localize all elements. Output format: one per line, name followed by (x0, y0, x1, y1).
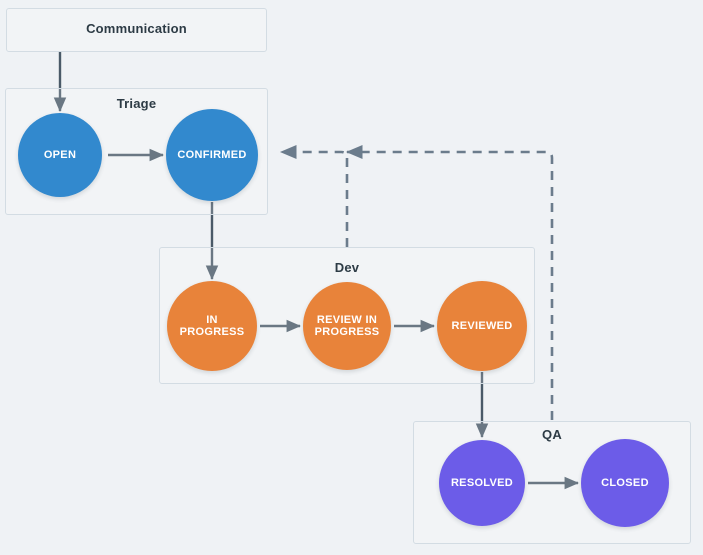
group-label-communication: Communication (86, 21, 187, 36)
node-label-line: IN (206, 313, 218, 326)
node-label-line: REVIEW IN (316, 313, 378, 326)
node-label-confirmed: CONFIRMED (177, 149, 246, 161)
node-closed[interactable]: CLOSED (581, 439, 669, 527)
node-label-line: CLOSED (601, 476, 649, 489)
node-label-closed: CLOSED (601, 477, 649, 489)
group-label-triage: Triage (116, 96, 157, 111)
node-label-line: REVIEWED (451, 319, 513, 332)
node-reviewed[interactable]: REVIEWED (437, 281, 527, 371)
edge-qa-reopen-to-confirmed (345, 144, 554, 420)
node-resolved[interactable]: RESOLVED (439, 440, 525, 526)
node-label-line: PROGRESS (314, 326, 380, 338)
node-confirmed[interactable]: CONFIRMED (166, 109, 258, 201)
node-label-line: RESOLVED (450, 476, 514, 489)
node-open[interactable]: OPEN (18, 113, 102, 197)
group-box-communication (6, 8, 267, 52)
node-label-open: OPEN (44, 149, 76, 161)
node-label-line: CONFIRMED (177, 148, 247, 161)
node-label-reviewed: REVIEWED (451, 320, 512, 332)
node-label-line: PROGRESS (179, 326, 245, 338)
node-label-line: OPEN (43, 148, 77, 161)
group-label-dev: Dev (334, 260, 360, 275)
edge-dev-reopen-to-confirmed (279, 144, 349, 247)
node-label-resolved: RESOLVED (451, 477, 513, 489)
group-label-qa: QA (542, 427, 562, 442)
